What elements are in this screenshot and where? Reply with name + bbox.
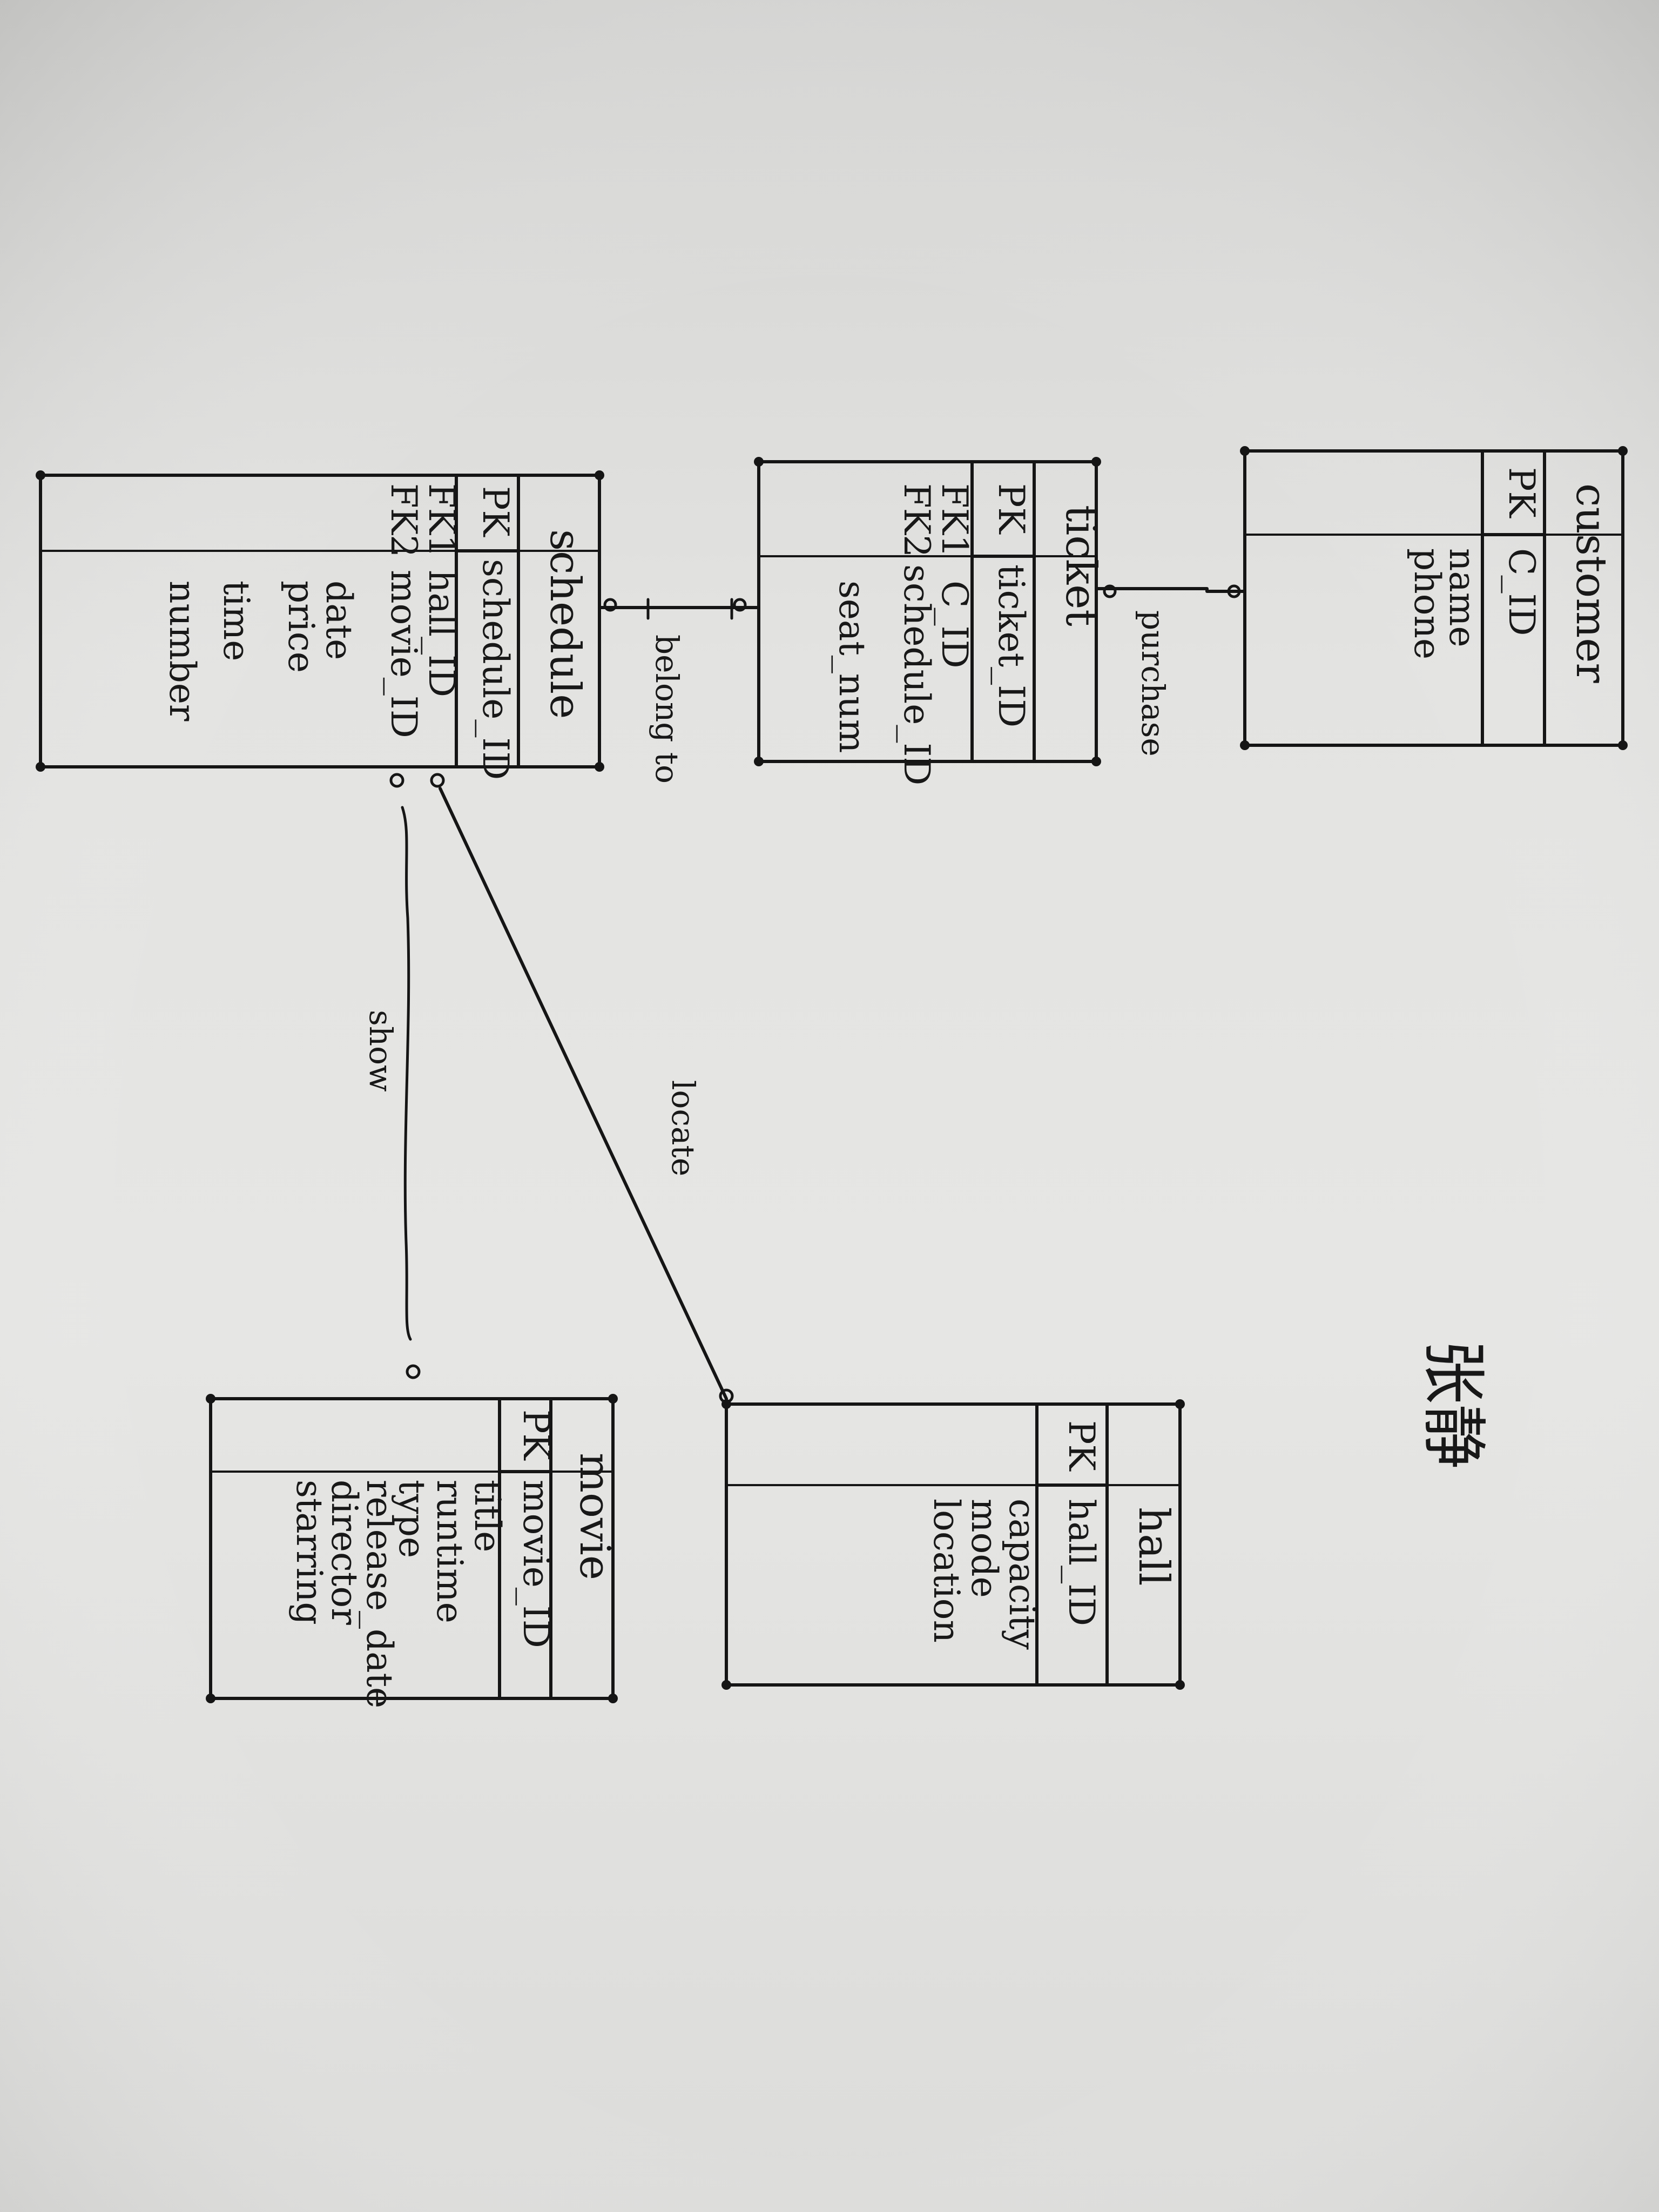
relationship-belong-to: belong to <box>598 598 760 784</box>
schedule-field-date: date <box>318 581 360 660</box>
schedule-title: schedule <box>541 529 589 719</box>
locate-label: locate <box>665 1080 702 1176</box>
movie-field-title: title <box>467 1480 508 1552</box>
ticket-fk2-tag: FK2 <box>896 483 938 557</box>
signature: 张静 <box>1415 1339 1491 1469</box>
customer-title: customer <box>1567 483 1615 683</box>
belong-to-label: belong to <box>649 635 685 784</box>
movie-pk-field: movie_ID <box>515 1480 557 1648</box>
schedule-fk1-tag: FK1 <box>421 483 462 557</box>
relationship-purchase: purchase <box>1095 584 1246 757</box>
ticket-fk1-field: C_ID <box>934 581 975 669</box>
ticket-field-seat-num: seat_num <box>831 581 873 753</box>
movie-field-runtime: runtime <box>429 1480 470 1623</box>
ticket-pk-field: ticket_ID <box>990 564 1032 727</box>
show-label: show <box>362 1010 399 1092</box>
customer-field-phone: phone <box>1406 548 1448 659</box>
schedule-field-time: time <box>215 581 257 661</box>
movie-field-type: type <box>391 1480 433 1558</box>
hall-field-location: location <box>926 1499 967 1643</box>
hall-pk-tag: PK <box>1061 1420 1102 1472</box>
hall-field-mode: mode <box>963 1499 1005 1598</box>
customer-pk-tag: PK <box>1501 467 1542 518</box>
ticket-title: ticket <box>1056 505 1105 626</box>
movie-field-director: director <box>323 1480 365 1625</box>
movie-field-release-date: release_date <box>359 1480 400 1708</box>
schedule-field-price: price <box>280 581 322 673</box>
ticket-fk2-field: schedule_ID <box>896 564 938 785</box>
movie-field-starring: starring <box>288 1480 330 1625</box>
movie-title: movie <box>570 1453 619 1580</box>
hall-title: hall <box>1129 1507 1178 1586</box>
hall-field-capacity: capacity <box>1001 1499 1043 1650</box>
ticket-pk-tag: PK <box>990 483 1032 535</box>
schedule-pk-tag: PK <box>475 486 516 537</box>
entity-hall: hall PK hall_ID capacity mode location <box>721 1399 1185 1690</box>
schedule-pk-field: schedule_ID <box>475 559 516 780</box>
entity-schedule: schedule PK schedule_ID FK1 hall_ID FK2 … <box>36 470 604 780</box>
schedule-fk1-field: hall_ID <box>421 570 462 697</box>
relationship-locate: locate <box>430 773 734 1404</box>
entity-movie: movie PK movie_ID title runtime type rel… <box>206 1394 619 1708</box>
entity-customer: customer PK C_ID name phone <box>1240 446 1628 750</box>
customer-field-name: name <box>1441 548 1483 648</box>
schedule-fk2-field: movie_ID <box>383 570 424 738</box>
customer-pk-field: C_ID <box>1501 548 1542 636</box>
ticket-fk1-tag: FK1 <box>934 483 975 557</box>
purchase-label: purchase <box>1135 610 1171 757</box>
hall-pk-field: hall_ID <box>1061 1499 1102 1626</box>
movie-pk-tag: PK <box>515 1410 557 1461</box>
relationship-show: show <box>362 773 421 1379</box>
entity-ticket: ticket PK ticket_ID FK1 C_ID FK2 schedul… <box>754 457 1105 785</box>
schedule-fk2-tag: FK2 <box>383 483 424 557</box>
schedule-field-number: number <box>161 581 203 721</box>
